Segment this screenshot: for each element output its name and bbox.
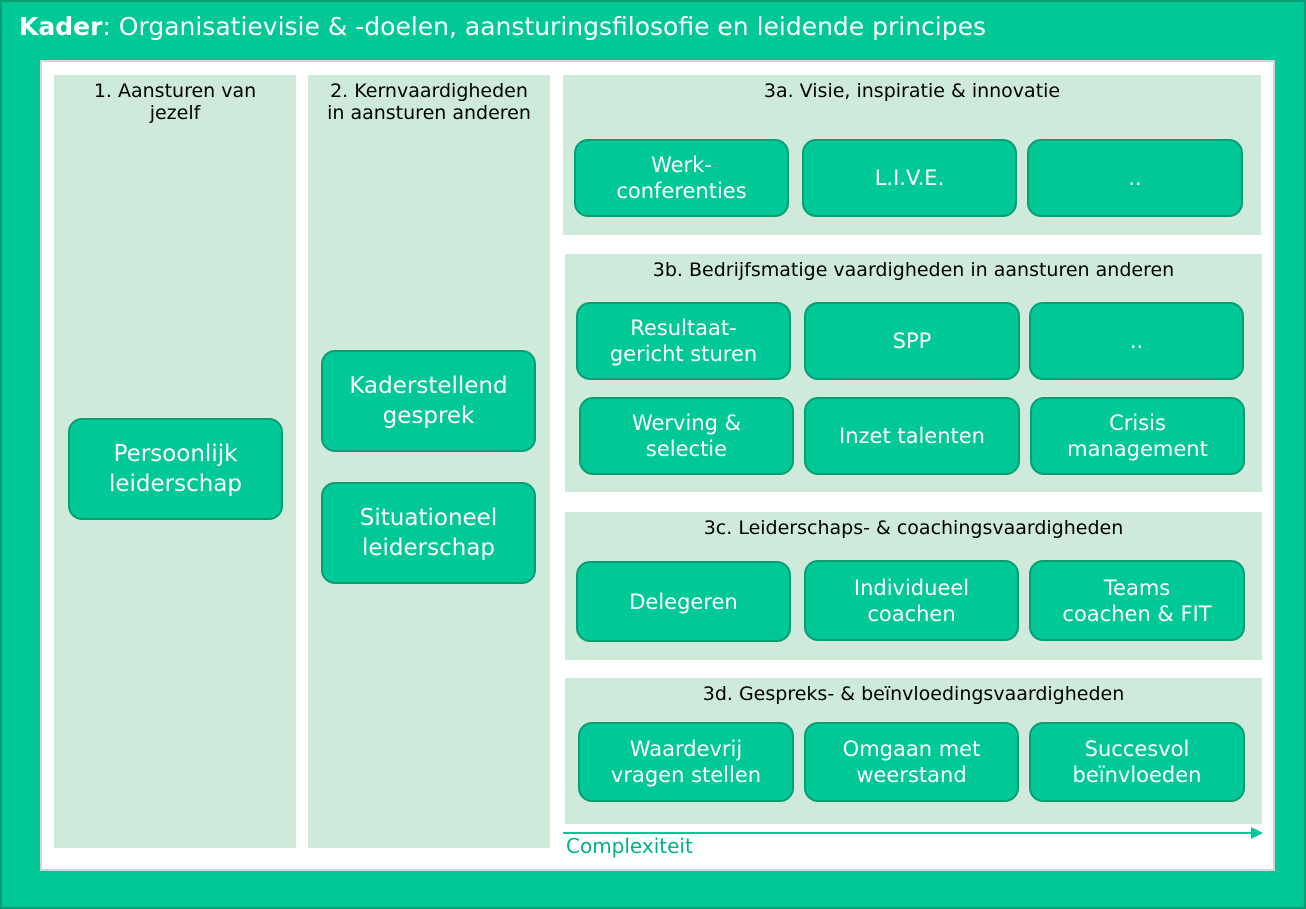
box-succesvol-beinvloeden[interactable]: Succesvol beïnvloeden	[1029, 722, 1245, 802]
box-label: L.I.V.E.	[874, 166, 945, 190]
box-label: Werk- conferenties	[616, 153, 747, 203]
box-label: Inzet talenten	[839, 424, 985, 448]
complexity-arrow-icon	[563, 827, 1263, 839]
column-kernvaardigheden: 2. Kernvaardigheden in aansturen anderen	[308, 75, 550, 848]
frame-title-bold: Kader	[19, 12, 103, 41]
box-persoonlijk-leiderschap[interactable]: Persoonlijk leiderschap	[68, 418, 283, 520]
box-live[interactable]: L.I.V.E.	[802, 139, 1017, 217]
box-label: Delegeren	[629, 589, 738, 614]
box-crisis-management[interactable]: Crisis management	[1030, 397, 1245, 475]
box-label: Crisis management	[1067, 411, 1208, 461]
box-label: ..	[1129, 329, 1144, 353]
box-placeholder-3b[interactable]: ..	[1029, 302, 1244, 380]
box-werving-selectie[interactable]: Werving & selectie	[579, 397, 794, 475]
box-werkconferenties[interactable]: Werk- conferenties	[574, 139, 789, 217]
box-label: Waardevrij vragen stellen	[610, 737, 762, 787]
box-label: ..	[1128, 166, 1142, 190]
box-label: SPP	[892, 329, 932, 353]
box-label: Persoonlijk leiderschap	[108, 441, 243, 497]
box-label: Individueel coachen	[853, 575, 970, 626]
box-resultaatgericht-sturen[interactable]: Resultaat- gericht sturen	[576, 302, 791, 380]
box-situationeel-leiderschap[interactable]: Situationeel leiderschap	[321, 482, 536, 584]
box-teams-coachen-fit[interactable]: Teams coachen & FIT	[1029, 560, 1245, 641]
box-individueel-coachen[interactable]: Individueel coachen	[804, 560, 1019, 641]
box-label: Werving & selectie	[631, 411, 742, 461]
box-label: Situationeel leiderschap	[359, 505, 498, 561]
box-label: Succesvol beïnvloeden	[1072, 737, 1202, 787]
panel-3c-label: 3c. Leiderschaps- & coachingsvaardighede…	[703, 517, 1124, 539]
frame-title: Kader: Organisatievisie & -doelen, aanst…	[19, 12, 986, 41]
box-waardevrij-vragen-stellen[interactable]: Waardevrij vragen stellen	[578, 722, 794, 802]
box-spp[interactable]: SPP	[804, 302, 1020, 380]
panel-3b-label: 3b. Bedrijfsmatige vaardigheden in aanst…	[652, 259, 1175, 281]
panel-3a-label: 3a. Visie, inspiratie & innovatie	[763, 80, 1061, 102]
box-omgaan-met-weerstand[interactable]: Omgaan met weerstand	[804, 722, 1019, 802]
box-placeholder-3a[interactable]: ..	[1027, 139, 1243, 217]
box-label: Teams coachen & FIT	[1062, 575, 1212, 626]
panel-3d-label: 3d. Gespreks- & beïnvloedingsvaardighede…	[702, 683, 1125, 705]
box-kaderstellend-gesprek[interactable]: Kaderstellend gesprek	[321, 350, 536, 452]
box-label: Omgaan met weerstand	[842, 737, 981, 787]
box-label: Kaderstellend gesprek	[349, 373, 508, 429]
box-label: Resultaat- gericht sturen	[609, 316, 758, 366]
box-delegeren[interactable]: Delegeren	[576, 561, 791, 642]
column-1-label: 1. Aansturen van jezelf	[93, 80, 257, 124]
frame-title-rest: : Organisatievisie & -doelen, aansturing…	[102, 12, 987, 41]
complexity-label: Complexiteit	[566, 834, 693, 858]
box-inzet-talenten[interactable]: Inzet talenten	[804, 397, 1020, 475]
column-2-label: 2. Kernvaardigheden in aansturen anderen	[327, 80, 531, 124]
